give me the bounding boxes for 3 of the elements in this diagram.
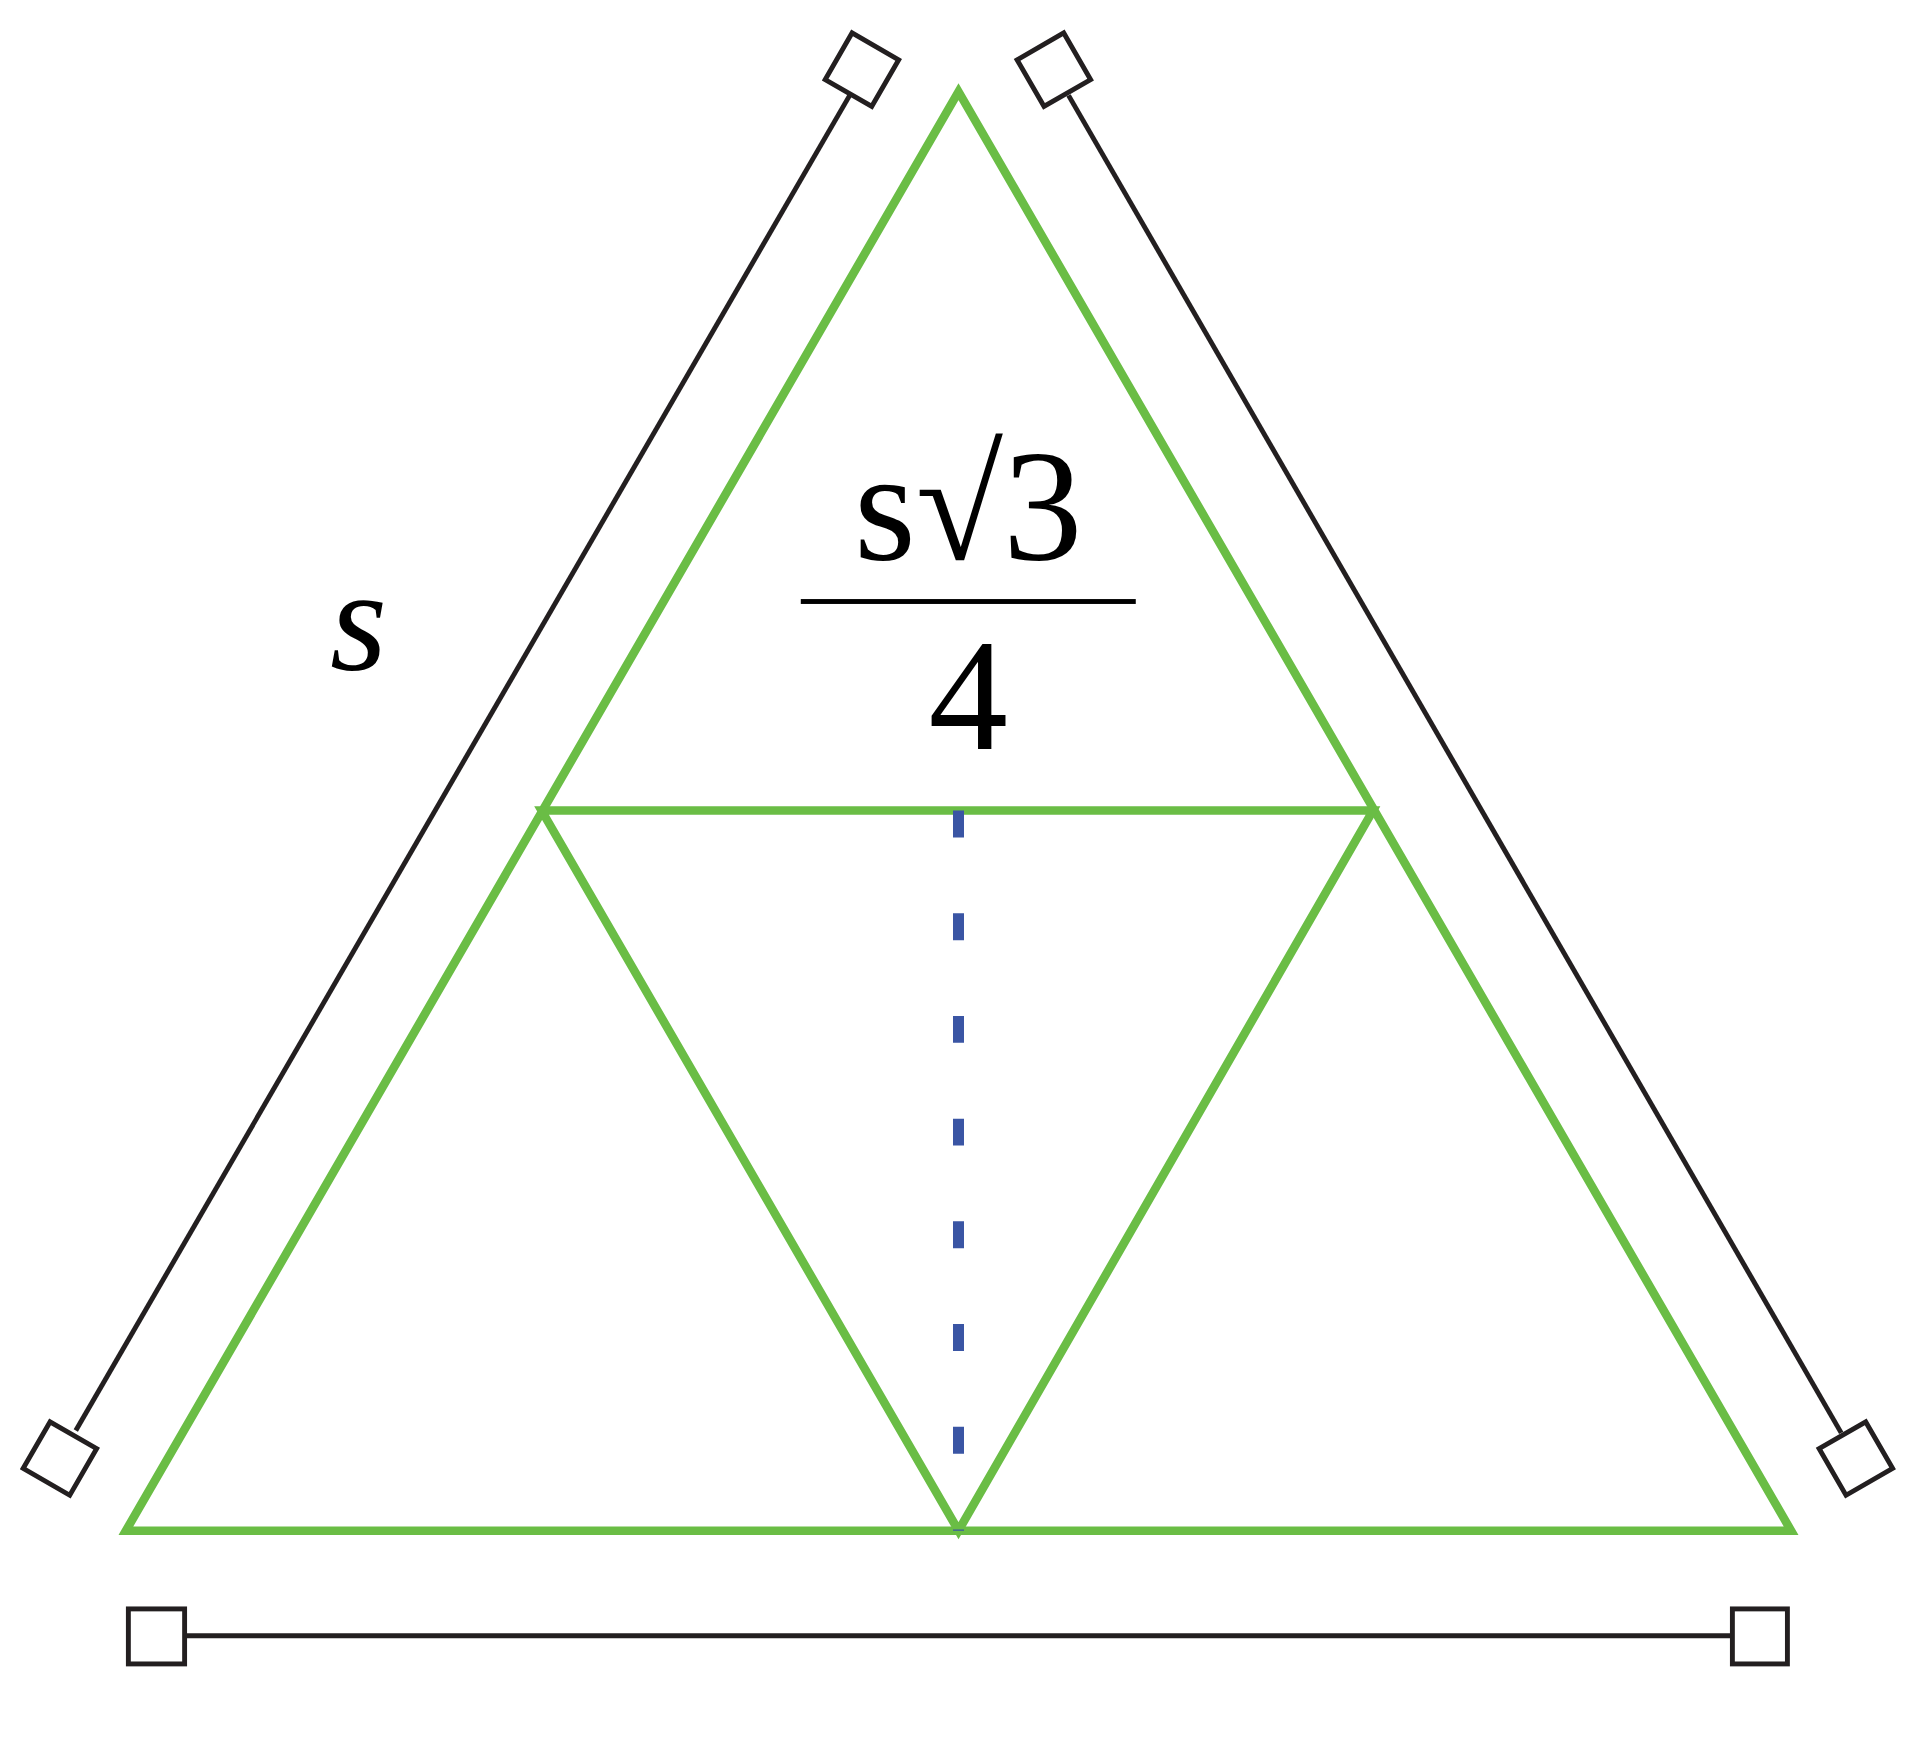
height-formula-numerator: s√3 — [854, 421, 1083, 589]
height-formula-denominator: 4 — [928, 615, 1008, 775]
side-label: s — [330, 547, 388, 695]
